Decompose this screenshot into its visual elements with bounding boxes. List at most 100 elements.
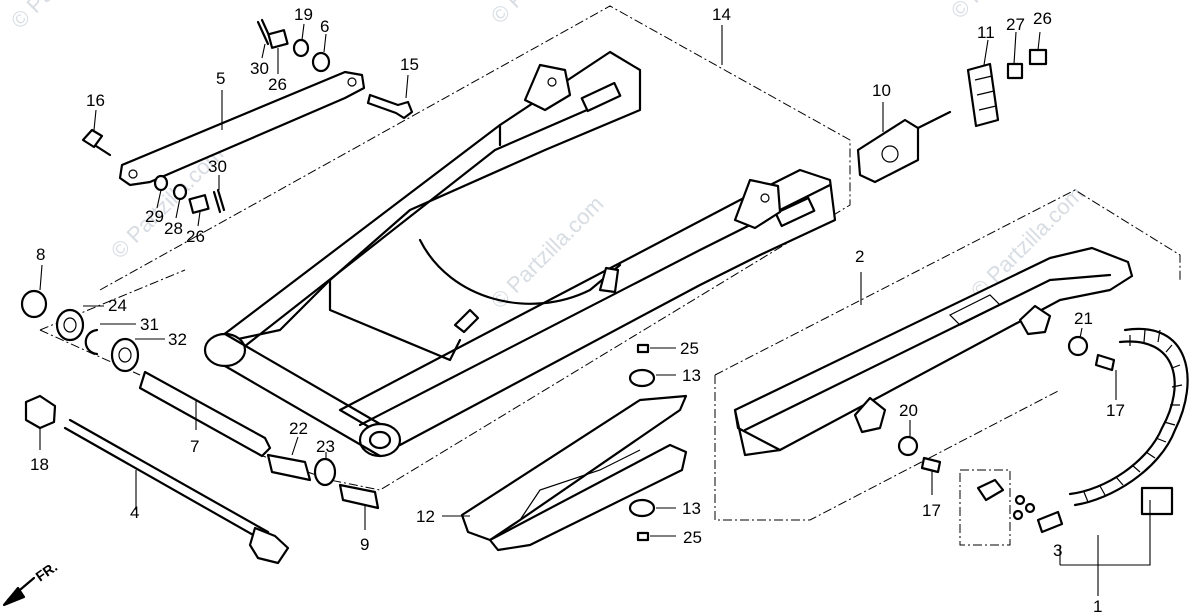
pivot-bolt-4-head [248,526,290,565]
chain-inner [1068,340,1176,496]
callout-13b: 13 [682,499,701,518]
leader-22 [291,436,299,456]
nut-27 [1006,62,1024,80]
watermark-text: © Partzilla.com [486,0,609,29]
callout-32: 32 [168,330,187,349]
screw-25-lower [636,531,650,542]
callout-1: 1 [1093,597,1102,612]
callout-15: 15 [400,55,419,74]
swingarm-pivot-right [358,422,402,458]
callout-2: 2 [855,247,864,266]
swingarm-brace-lower [328,278,462,362]
chaincase-body [733,246,1134,457]
swingarm-slot-left [580,81,622,113]
callout-3: 3 [1053,541,1062,560]
callout-29: 29 [145,207,164,226]
nut-18 [24,394,57,430]
swingarm-mount-right [733,178,782,230]
swingarm-left-inner [238,98,612,352]
callout-19: 19 [294,5,313,24]
leader-6 [323,33,327,53]
leader-21 [1079,327,1083,339]
leader-27 [1013,31,1017,65]
leader-lines [39,23,1151,596]
adjuster-bolt [916,110,952,130]
callout-30b: 30 [208,157,227,176]
leader-13 [656,374,676,509]
swingarm-tab-small [453,308,480,334]
leader-29 [156,189,162,209]
adjuster-body [856,118,920,184]
chain-links [1083,329,1183,503]
swingarm [203,50,837,458]
collar-21 [1067,335,1089,357]
collar-20 [897,435,919,457]
callout-13a: 13 [682,366,701,385]
chaincase-boundary-upper [714,189,1181,376]
pad-body [966,62,1000,128]
drive-chain [1068,327,1189,516]
callout-26b: 26 [186,227,205,246]
screw-25-upper [636,343,650,354]
callout-21: 21 [1074,309,1093,328]
chaincase-mount [1018,304,1052,336]
leader-26 [197,31,1041,227]
swingarm-pivot-bore [368,430,392,450]
swingarm-tab [598,266,620,294]
joint-clip [1012,509,1024,521]
leader-25 [650,347,676,537]
swingarm-mount-left [523,63,572,112]
bolt-16 [81,128,112,157]
pivot-collar-7 [138,370,272,458]
swingarm-cross-brace [418,238,622,305]
collar-8 [20,289,48,319]
leader-1-bracket [1060,500,1151,566]
callout-6: 6 [320,17,329,36]
bolt-17 [1094,353,1116,372]
callout-18: 18 [30,455,49,474]
callouts: 1 2 3 4 5 6 7 8 9 10 11 12 13 13 14 15 1… [30,5,1125,612]
chaincase-vent [948,294,1002,326]
collar-22 [266,453,312,482]
chaincase-mount [853,396,887,434]
callout-23: 23 [316,437,335,456]
front-direction-indicator: FR. [2,558,61,607]
leader-16 [93,109,97,131]
callout-17a: 17 [1106,401,1125,420]
slider-body [460,394,688,542]
callout-27: 27 [1006,15,1025,34]
callout-26a: 26 [268,75,287,94]
leader-11 [983,39,989,66]
collar-9 [338,483,380,510]
callout-4: 4 [130,503,139,522]
callout-12: 12 [416,507,435,526]
chain-case [733,246,1134,457]
callout-24: 24 [108,296,127,315]
callout-10: 10 [872,81,891,100]
callout-14: 14 [712,5,731,24]
torque-rod [118,70,366,187]
grommet-13-upper [628,368,656,388]
callout-28: 28 [164,219,183,238]
bearing-32 [110,337,140,373]
swingarm-right-inner [358,183,832,427]
leader-17 [931,370,1117,495]
chaincase-crease [743,273,1112,432]
pivot-bolt-4-shaft [63,418,270,542]
pad-ribs [974,75,997,111]
castle-nut-26 [267,29,289,49]
nut-6 [311,51,331,73]
swingarm-boundary [99,5,851,491]
callout-31: 31 [140,315,159,334]
joint-clip [1014,494,1026,506]
grommet-13-lower [628,498,656,518]
front-label: FR. [33,558,61,584]
chaincase-boundary-lower [714,375,1061,521]
washer-19 [292,38,310,58]
hardware [20,18,1116,565]
chain-outer [1073,327,1189,507]
chain-label-tag [1140,486,1174,516]
adjuster-hole [881,145,899,163]
bearing-bore [118,347,132,363]
